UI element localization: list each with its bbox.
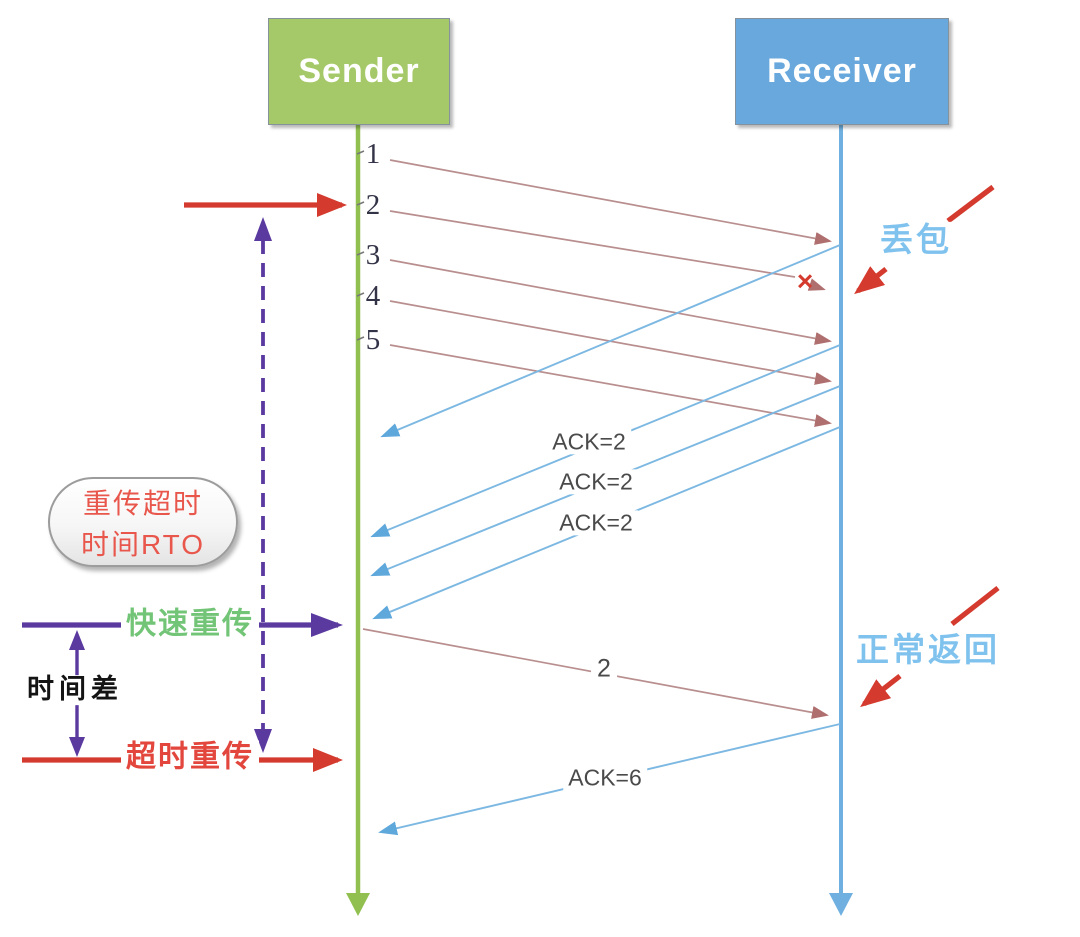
retransmit-segment-label: 2 [591,655,617,683]
packet-loss-pointer-upper [946,184,995,224]
time-gap-down-arrow-icon [69,737,85,757]
ack2-line-1 [380,244,841,438]
time-gap-label: 时间差 [23,674,127,705]
seq-tick [356,292,365,297]
rto-bubble-text-line1: 重传超时 [82,487,203,519]
normal-return-label: 正常返回 [853,631,1003,669]
segment-5-number: 5 [365,324,381,357]
segment-2-lost-arrowhead-icon [807,278,826,291]
packet-drop-x-icon: × [796,265,814,297]
seq-tick [356,251,365,256]
packet-loss-pointer-arrow-icon [854,266,888,295]
dup-ack-label-3: ACK=2 [554,510,638,536]
segment-5-line [389,344,832,427]
receiver-actor-box: Receiver [735,18,949,125]
segment-2-number: 2 [365,189,381,222]
segment-3-number: 3 [365,239,381,272]
segment-2-line-dropped [389,210,796,278]
seq-tick [356,201,365,206]
rto-span-down-arrow-icon [254,729,272,753]
dup-ack-label-1: ACK=2 [547,429,631,455]
sender-lifeline-arrow-icon [346,893,370,916]
seq-tick [356,336,365,341]
segment-3-line [389,259,832,345]
receiver-label: Receiver [767,52,917,90]
rto-bubble-text-line2: 时间RTO [80,528,206,560]
packet-loss-label: 丢包 [877,221,955,259]
normal-return-pointer-upper [950,585,1000,627]
rto-callout-bubble: 重传超时 时间RTO [48,477,238,567]
final-ack-label: ACK=6 [563,765,647,791]
sender-label: Sender [298,52,420,90]
time-gap-up-arrow-icon [69,630,85,650]
sender-actor-box: Sender [268,18,450,125]
segment-1-line [389,159,832,245]
dup-ack-label-2: ACK=2 [554,469,638,495]
normal-return-pointer-arrow-icon [860,673,902,708]
segment-4-number: 4 [365,280,381,313]
segment-1-number: 1 [365,138,381,171]
rto-span-up-arrow-icon [254,217,272,241]
receiver-lifeline-arrow-icon [829,893,853,916]
fast-retransmit-label: 快速重传 [121,607,259,641]
timeout-retransmit-label: 超时重传 [121,740,259,774]
seq-tick [356,150,365,155]
